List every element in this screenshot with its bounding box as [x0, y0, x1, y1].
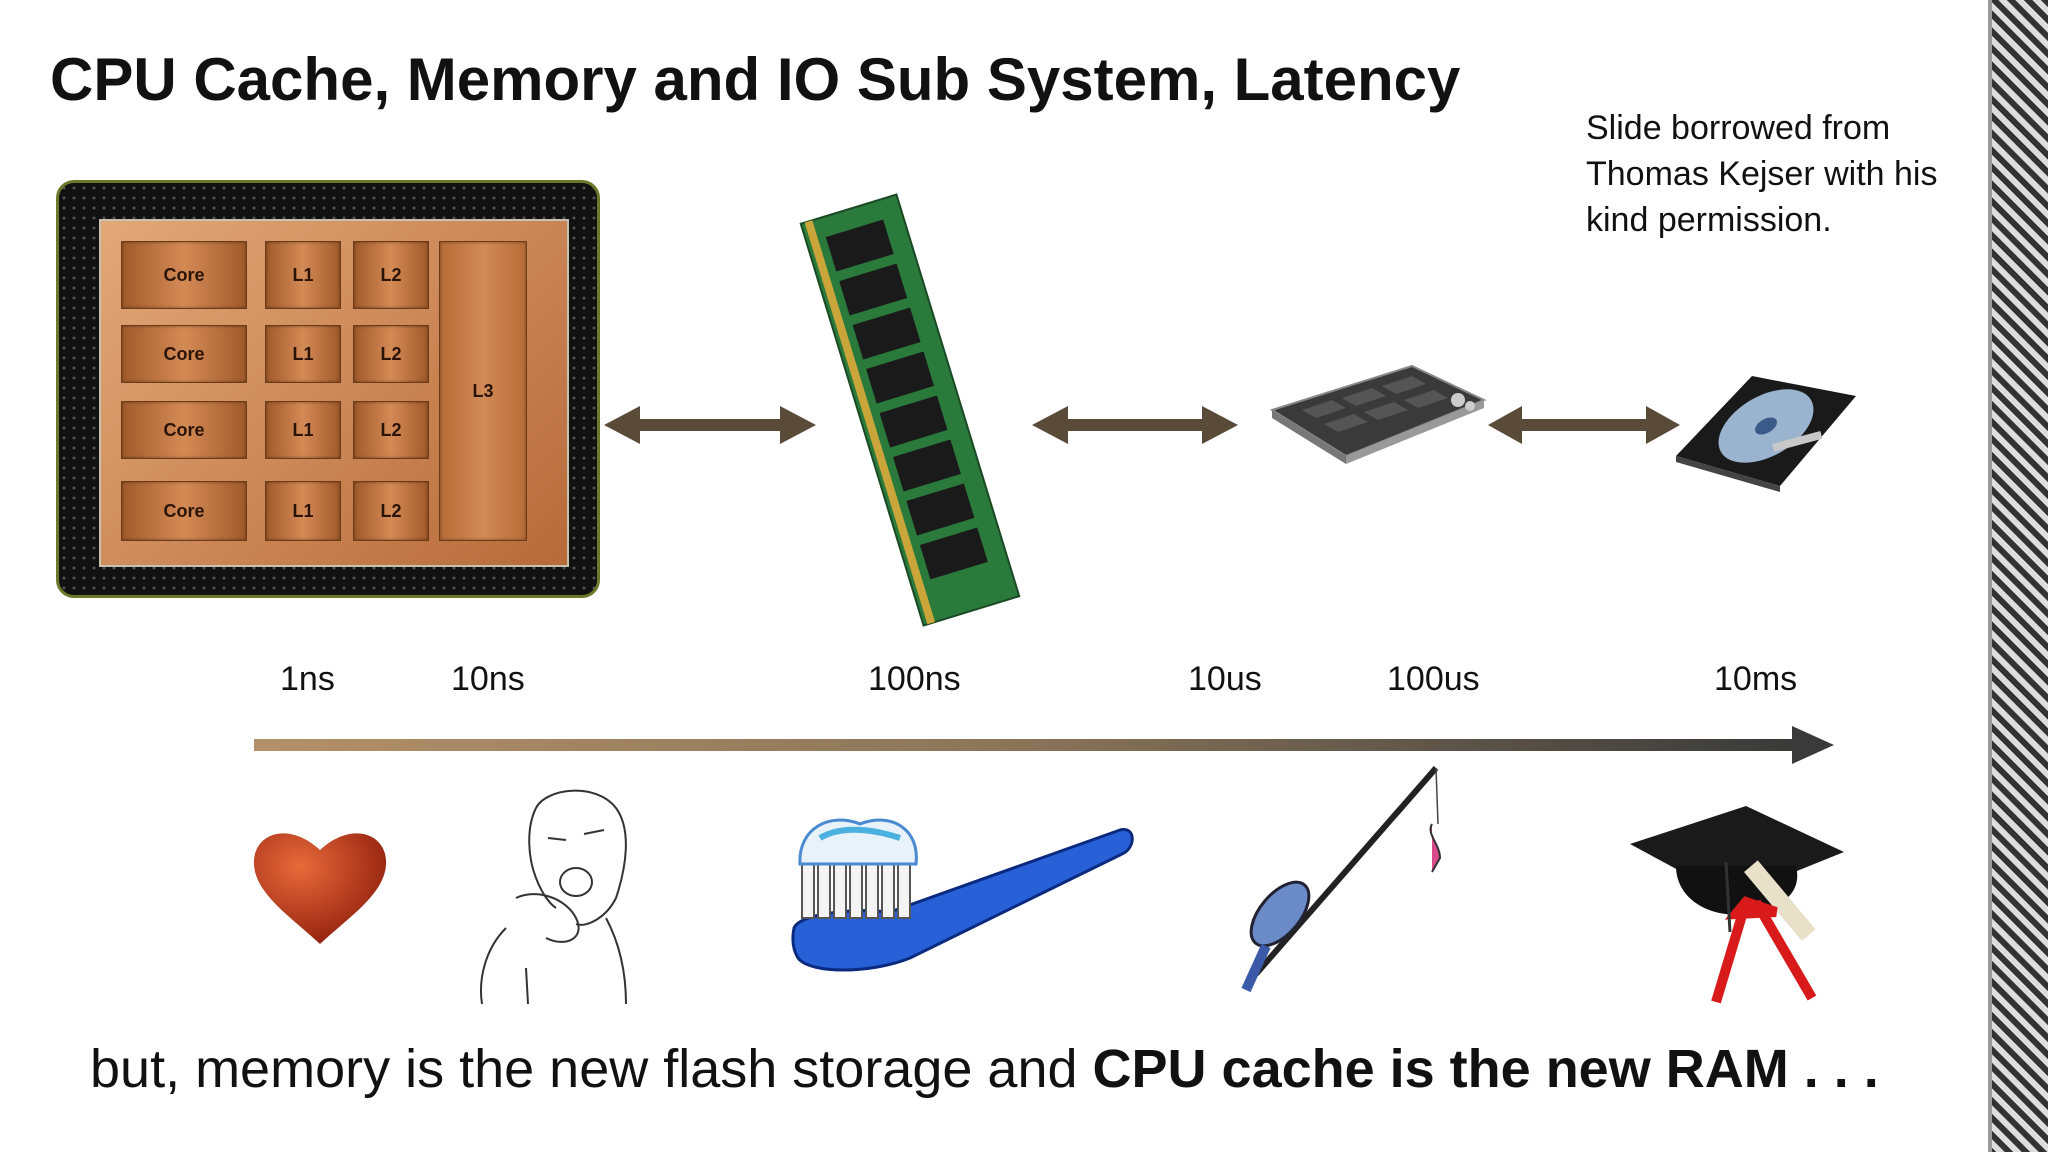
yawning-face-icon [480, 789, 627, 1005]
core-block: Core [121, 325, 247, 383]
heart-icon [253, 833, 387, 944]
latency-label: 100ns [868, 660, 961, 698]
credit-line: kind permission. [1586, 201, 1832, 239]
cpu-die: Core L1 L2 Core L1 L2 Core L1 L2 Core L1… [99, 219, 569, 567]
fishing-rod-icon [1241, 766, 1442, 993]
l2-block: L2 [353, 481, 429, 541]
bottom-caption: but, memory is the new flash storage and… [90, 1038, 1879, 1100]
credit-line: Slide borrowed from [1586, 109, 1891, 147]
caption-normal: but, memory is the new flash storage and [90, 1039, 1093, 1099]
latency-label: 10us [1188, 660, 1262, 698]
cpu-die-icon: Core L1 L2 Core L1 L2 Core L1 L2 Core L1… [56, 180, 600, 598]
decorative-edge [1988, 0, 2048, 1152]
timeline-arrow-icon [254, 726, 1834, 764]
credit-line: Thomas Kejser with his [1586, 155, 1938, 193]
latency-label: 1ns [280, 660, 335, 698]
double-arrow-icon [1488, 406, 1680, 444]
graduation-cap-icon [1630, 806, 1844, 1004]
l2-block: L2 [353, 325, 429, 383]
ram-module-icon [799, 193, 1021, 627]
hard-disk-icon [1676, 376, 1856, 492]
l3-block: L3 [439, 241, 527, 541]
toothbrush-icon [791, 818, 1134, 972]
l2-block: L2 [353, 241, 429, 309]
latency-label: 100us [1387, 660, 1480, 698]
credit-note: Slide borrowed from Thomas Kejser with h… [1586, 105, 2016, 243]
l1-block: L1 [265, 401, 341, 459]
core-block: Core [121, 241, 247, 309]
core-block: Core [121, 481, 247, 541]
latency-label: 10ms [1714, 660, 1798, 698]
l1-block: L1 [265, 241, 341, 309]
ssd-card-icon [1269, 364, 1487, 464]
double-arrow-icon [604, 406, 816, 444]
double-arrow-icon [1032, 406, 1238, 444]
caption-bold: CPU cache is the new RAM . . . [1092, 1039, 1879, 1099]
page-title: CPU Cache, Memory and IO Sub System, Lat… [50, 46, 1461, 113]
l2-block: L2 [353, 401, 429, 459]
latency-label: 10ns [451, 660, 525, 698]
l1-block: L1 [265, 481, 341, 541]
l1-block: L1 [265, 325, 341, 383]
core-block: Core [121, 401, 247, 459]
